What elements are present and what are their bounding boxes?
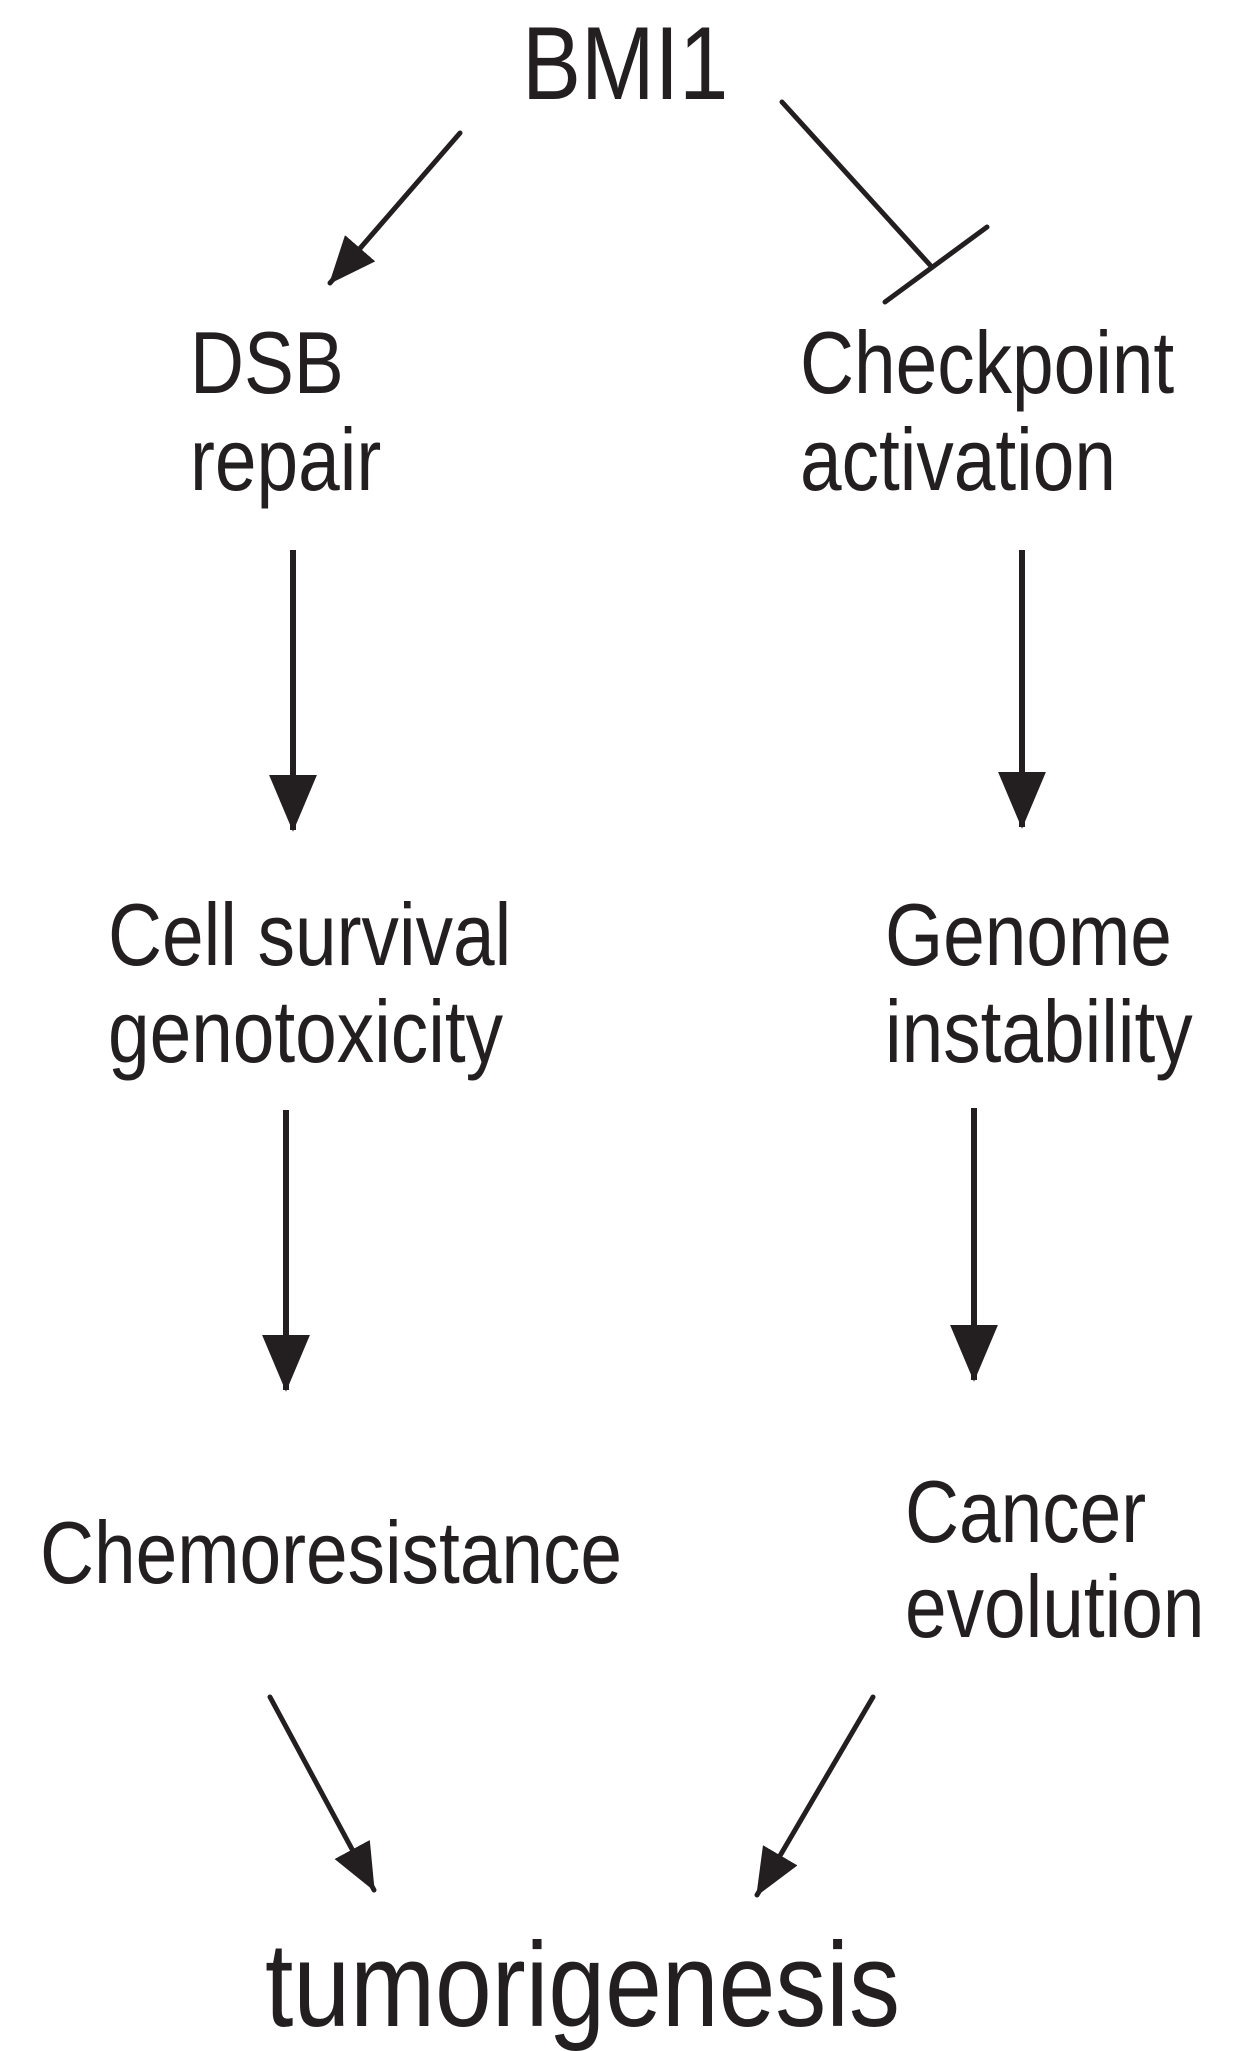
arrow-chemoresistance-to-tumorigenesis xyxy=(267,1694,377,1893)
node-genome-instability-line1: Genome xyxy=(885,885,1172,984)
node-cell-survival-line1: Cell survival xyxy=(108,885,512,984)
node-dsb-repair-line2: repair xyxy=(190,410,382,509)
inhibition-line-bmi1-to-checkpoint xyxy=(779,99,933,268)
node-chemoresistance: Chemoresistance xyxy=(40,1504,622,1601)
arrow-bmi1-to-dsb-repair xyxy=(327,130,463,286)
node-tumorigenesis-label: tumorigenesis xyxy=(265,1918,900,2051)
node-cancer-evolution-line2: evolution xyxy=(905,1557,1205,1656)
node-chemoresistance-label: Chemoresistance xyxy=(40,1503,623,1602)
inhibition-tbar-icon xyxy=(882,224,990,305)
node-genome-instability-line2: instability xyxy=(885,982,1193,1081)
node-cancer-evolution-line1: Cancer xyxy=(905,1462,1147,1561)
node-genome-instability: Genome instability xyxy=(885,886,1193,1080)
node-checkpoint-activation: Checkpoint activation xyxy=(800,314,1174,508)
node-checkpoint-activation-line2: activation xyxy=(800,410,1117,509)
node-tumorigenesis: tumorigenesis xyxy=(265,1925,900,2045)
node-bmi1-label: BMI1 xyxy=(522,6,729,122)
node-bmi1: BMI1 xyxy=(522,12,728,116)
node-cell-survival-genotoxicity: Cell survival genotoxicity xyxy=(108,886,511,1080)
arrow-cancer-evolution-to-tumorigenesis xyxy=(754,1694,876,1898)
node-checkpoint-activation-line1: Checkpoint xyxy=(800,313,1175,412)
node-dsb-repair-line1: DSB xyxy=(190,313,344,412)
node-dsb-repair: DSB repair xyxy=(190,314,381,508)
node-cancer-evolution: Cancer evolution xyxy=(905,1464,1204,1654)
node-cell-survival-line2: genotoxicity xyxy=(108,982,504,1081)
